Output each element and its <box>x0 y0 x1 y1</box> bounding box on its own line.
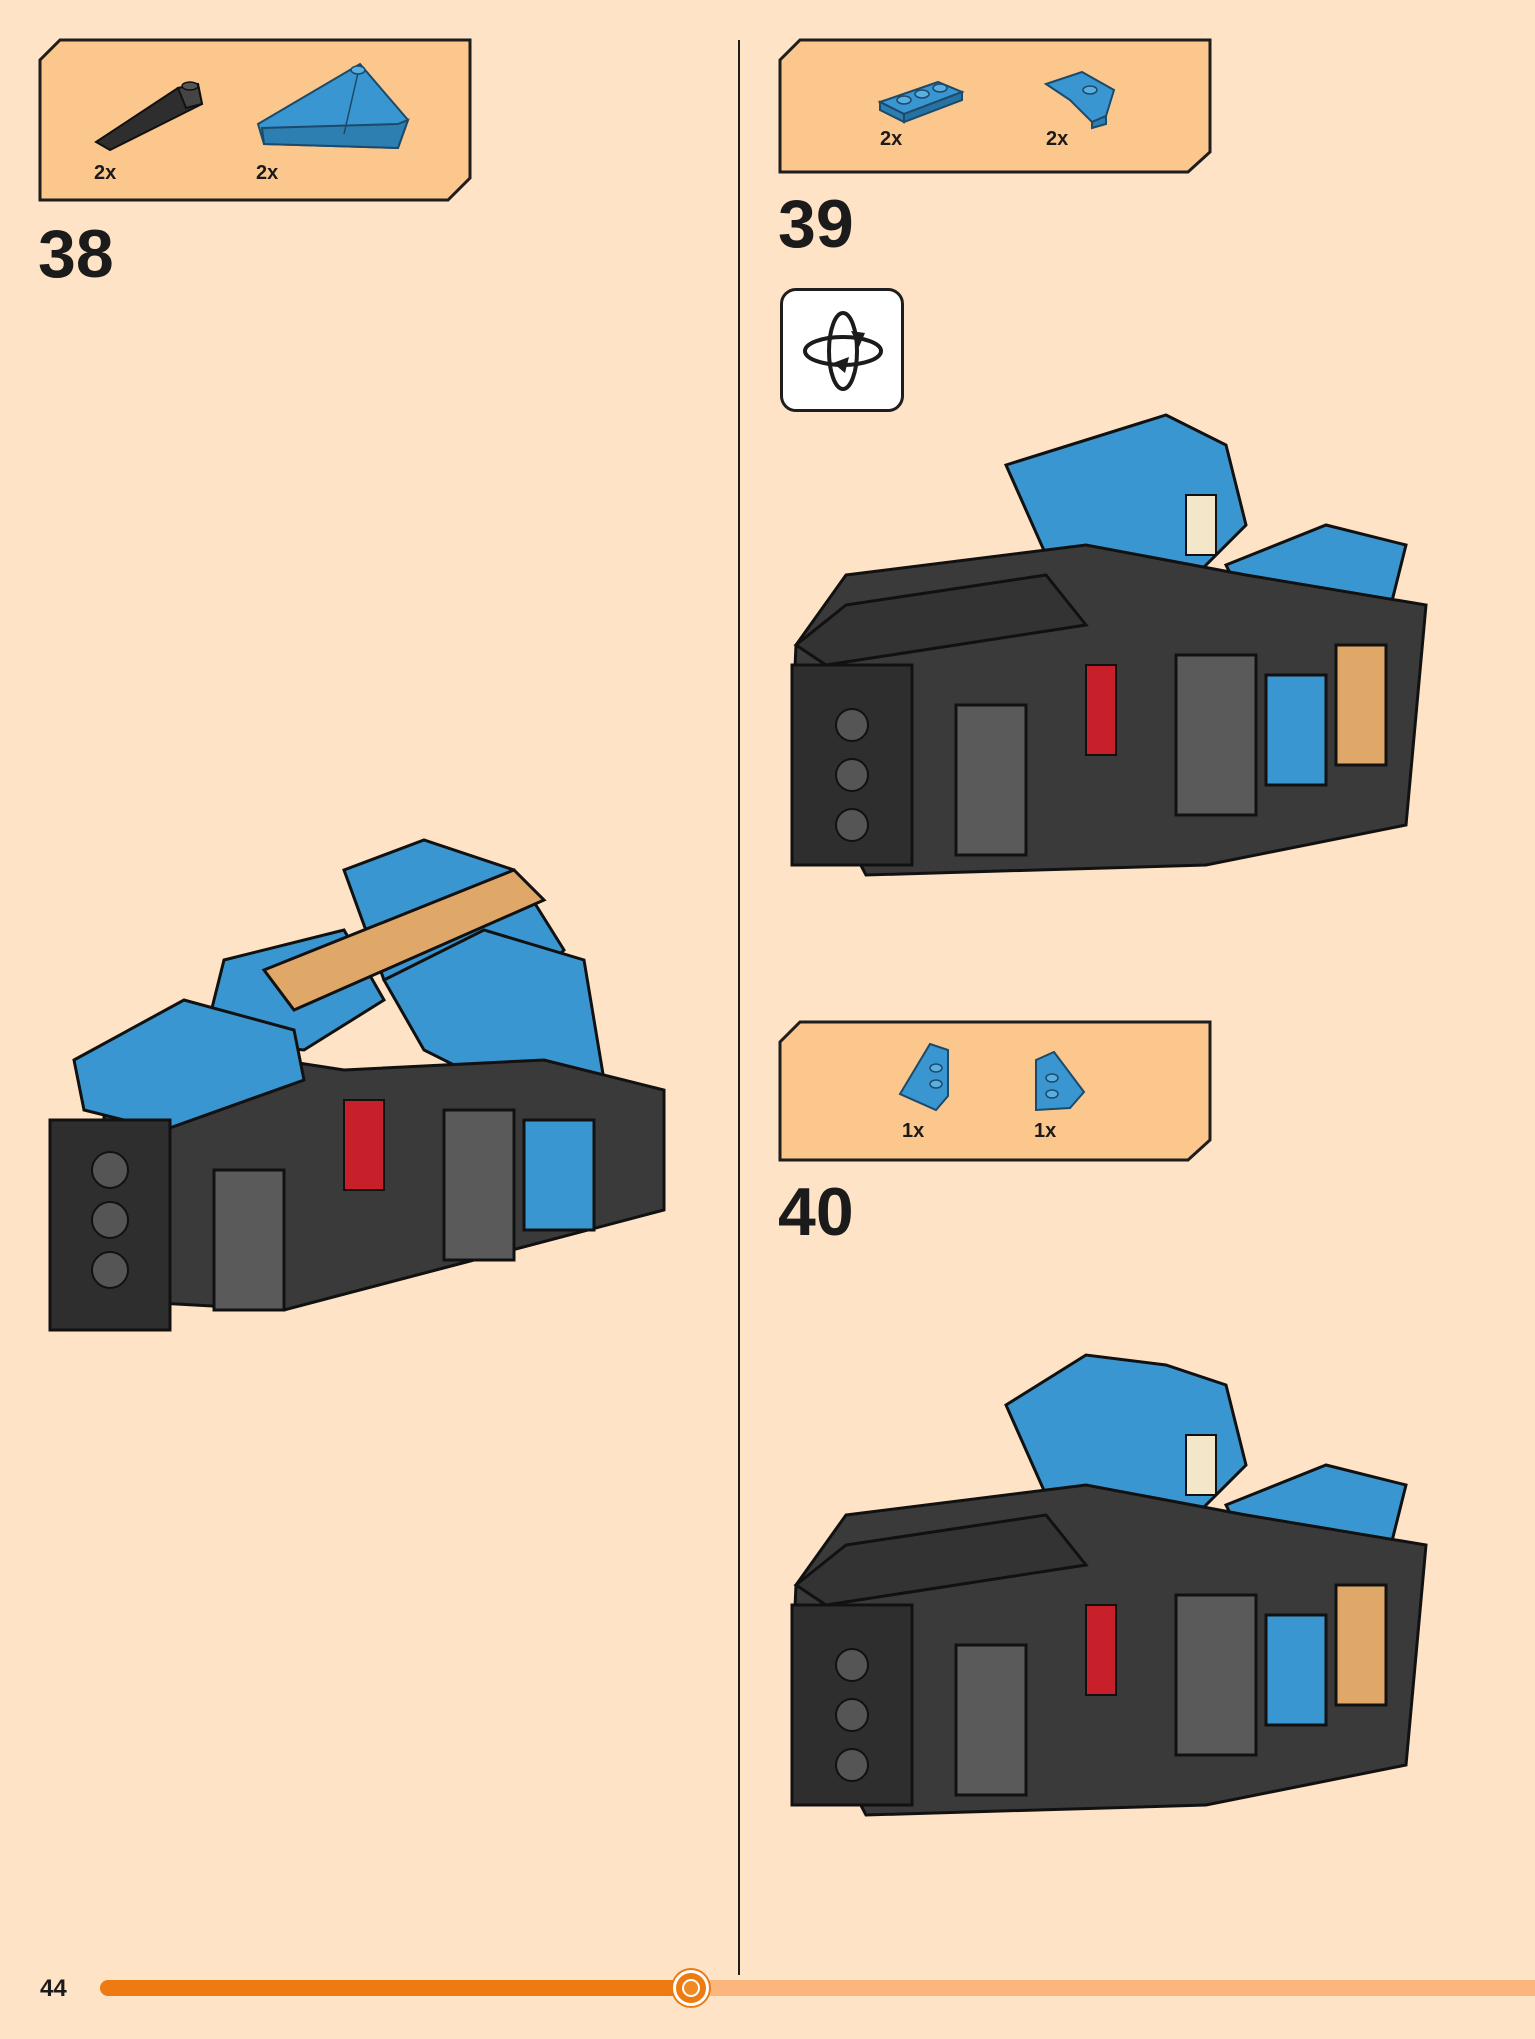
black-wedge-slope-icon <box>94 81 204 152</box>
blue-wing-plate-icon <box>1043 70 1116 130</box>
blue-right-wedge-plate-icon <box>1035 1050 1086 1112</box>
step-40-part-2-qty: 1x <box>1034 1120 1057 1142</box>
step-38-number: 38 <box>38 216 114 292</box>
parts-box-frame <box>778 1020 1212 1162</box>
step-38-part-1-qty: 2x <box>94 162 117 184</box>
page-number: 44 <box>40 1975 67 2002</box>
blue-left-wedge-plate-icon <box>898 1042 949 1112</box>
blue-wedge-plate-icon <box>256 62 410 150</box>
step-39-part-1-qty: 2x <box>880 128 903 150</box>
step-39-part-2-qty: 2x <box>1046 128 1069 150</box>
rotate-model-callout <box>780 288 904 412</box>
step-38-part-2-qty: 2x <box>256 162 279 184</box>
step-40-model-illustration <box>790 1353 1428 1817</box>
step-39-model-illustration <box>790 413 1428 877</box>
column-divider <box>738 40 740 1975</box>
progress-fill <box>100 1980 691 1996</box>
rotate-model-icon <box>803 311 883 391</box>
step-38-model-illustration <box>48 838 666 1332</box>
step-40-part-1-qty: 1x <box>902 1120 925 1142</box>
progress-knob <box>673 1970 709 2006</box>
blue-1x3-plate-icon <box>877 80 965 124</box>
parts-box-frame <box>778 38 1212 174</box>
step-40-number: 40 <box>778 1174 854 1250</box>
step-39-number: 39 <box>778 186 854 262</box>
